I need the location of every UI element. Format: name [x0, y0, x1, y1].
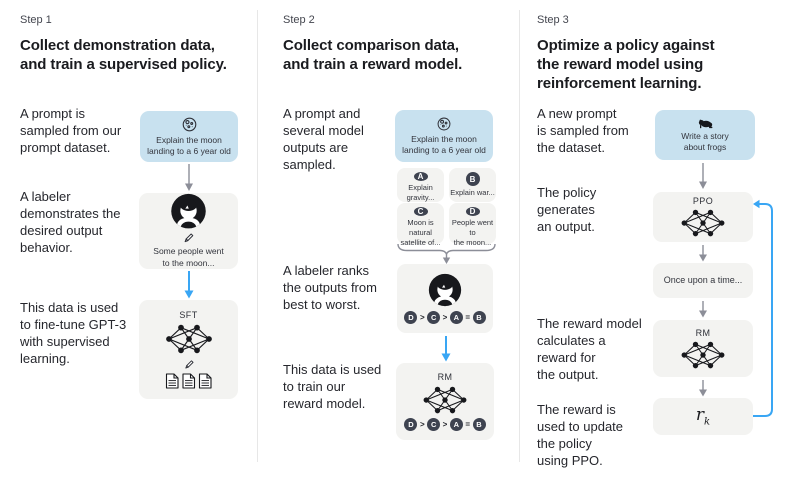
step3-ppo-box: PPO — [653, 192, 753, 242]
rank-chip: B — [472, 311, 486, 324]
step1-prompt-text: Explain the moon landing to a 6 year old — [147, 134, 231, 156]
rank-chip: B — [472, 418, 486, 431]
neural-network-icon — [681, 209, 725, 237]
down-arrow-gray-icon — [185, 164, 193, 191]
step2-prompt-text: Explain the moon landing to a 6 year old — [402, 133, 486, 155]
rank-chip: A — [449, 418, 463, 431]
step3-rm-box: RM — [653, 320, 753, 377]
step1-label: Step 1 — [20, 14, 52, 26]
step1-sft-box: SFT — [139, 300, 238, 399]
ppo-title: PPO — [692, 196, 714, 206]
output-text-a: Explain gravity... — [406, 183, 435, 202]
labeler-avatar-icon — [170, 193, 207, 229]
step2-rm-box: RM D > C > A = B — [396, 363, 494, 440]
pencil-icon — [184, 360, 193, 369]
moon-icon — [182, 117, 196, 131]
step1-caption-finetune: This data is used to fine-tune GPT-3 wit… — [20, 300, 127, 366]
column-divider — [257, 10, 258, 462]
step2-heading: Collect comparison data, and train a rew… — [283, 37, 463, 74]
output-card-b: B Explain war... — [449, 168, 496, 202]
rank-chip: A — [449, 311, 463, 324]
step3-heading: Optimize a policy against the reward mod… — [537, 37, 715, 93]
step2-caption-train: This data is used to train our reward mo… — [283, 362, 382, 411]
output-card-a: A Explain gravity... — [397, 168, 444, 202]
output-text-b: Explain war... — [450, 188, 495, 197]
neural-network-icon — [681, 340, 725, 369]
step3-caption-policy: The policy generates an output. — [537, 185, 597, 234]
step3-output-box: Once upon a time... — [653, 263, 753, 298]
output-chip-b: B — [465, 172, 480, 186]
step1-labeler-text: Some people went to the moon... — [153, 246, 224, 268]
output-text-d: People went to the moon... — [451, 218, 494, 247]
step3-prompt-text: Write a story about frogs — [681, 130, 729, 152]
moon-icon — [437, 117, 451, 130]
labeler-avatar-icon — [428, 273, 462, 307]
down-arrow-gray-icon — [699, 163, 707, 189]
sft-title: SFT — [179, 310, 198, 320]
rank-separator: > — [419, 420, 425, 429]
step1-caption-labeler: A labeler demonstrates the desired outpu… — [20, 189, 121, 255]
reward-symbol: rk — [695, 405, 711, 428]
step3-output-text: Once upon a time... — [663, 275, 743, 286]
neural-network-icon — [165, 324, 212, 354]
rank-separator: > — [442, 420, 448, 429]
pencil-icon — [184, 233, 194, 243]
output-chip-c: C — [413, 207, 428, 216]
output-chip-a: A — [413, 172, 428, 181]
rank-separator: = — [465, 313, 470, 322]
step1-labeler-box: Some people went to the moon... — [139, 193, 238, 269]
rank-separator: = — [465, 420, 470, 429]
step2-caption-ranks: A labeler ranks the outputs from best to… — [283, 263, 377, 312]
step2-labeler-box: D > C > A = B — [397, 264, 493, 333]
ranking-row: D > C > A = B — [404, 311, 486, 324]
output-card-c: C Moon is natural satellite of... — [397, 203, 444, 247]
step3-caption-update: The reward is used to update the policy … — [537, 402, 624, 468]
output-chip-d: D — [465, 207, 480, 216]
step3-reward-box: rk — [653, 398, 753, 435]
down-arrow-blue-icon — [441, 336, 451, 362]
down-arrow-blue-icon — [184, 271, 194, 299]
down-arrow-gray-icon — [699, 301, 707, 318]
rank-chip: C — [427, 311, 441, 324]
rm-title: RM — [695, 327, 711, 338]
down-arrow-gray-icon — [699, 245, 707, 262]
neural-network-icon — [423, 386, 467, 414]
output-text-c: Moon is natural satellite of... — [400, 218, 441, 247]
column-divider — [519, 10, 520, 462]
step2-prompt-box: Explain the moon landing to a 6 year old — [395, 110, 493, 162]
ranking-row: D > C > A = B — [404, 418, 486, 431]
step3-label: Step 3 — [537, 14, 569, 26]
brace-arrow-icon — [397, 243, 496, 264]
step1-heading: Collect demonstration data, and train a … — [20, 37, 227, 74]
rank-chip: D — [404, 311, 418, 324]
rank-separator: > — [442, 313, 448, 322]
step2-caption-sampled: A prompt and several model outputs are s… — [283, 106, 364, 172]
rank-separator: > — [419, 313, 425, 322]
rm-title: RM — [437, 372, 453, 382]
rank-chip: C — [427, 418, 441, 431]
step1-caption-prompt: A prompt is sampled from our prompt data… — [20, 106, 122, 155]
feedback-loop-arrow-icon — [753, 199, 773, 417]
frog-icon — [698, 119, 713, 128]
step3-prompt-box: Write a story about frogs — [655, 110, 755, 160]
step2-label: Step 2 — [283, 14, 315, 26]
down-arrow-gray-icon — [699, 380, 707, 397]
output-card-d: D People went to the moon... — [449, 203, 496, 247]
step3-caption-prompt: A new prompt is sampled from the dataset… — [537, 106, 629, 155]
documents-icon — [165, 373, 212, 389]
step3-caption-reward: The reward model calculates a reward for… — [537, 316, 642, 382]
rank-chip: D — [404, 418, 418, 431]
step1-prompt-box: Explain the moon landing to a 6 year old — [140, 111, 238, 162]
